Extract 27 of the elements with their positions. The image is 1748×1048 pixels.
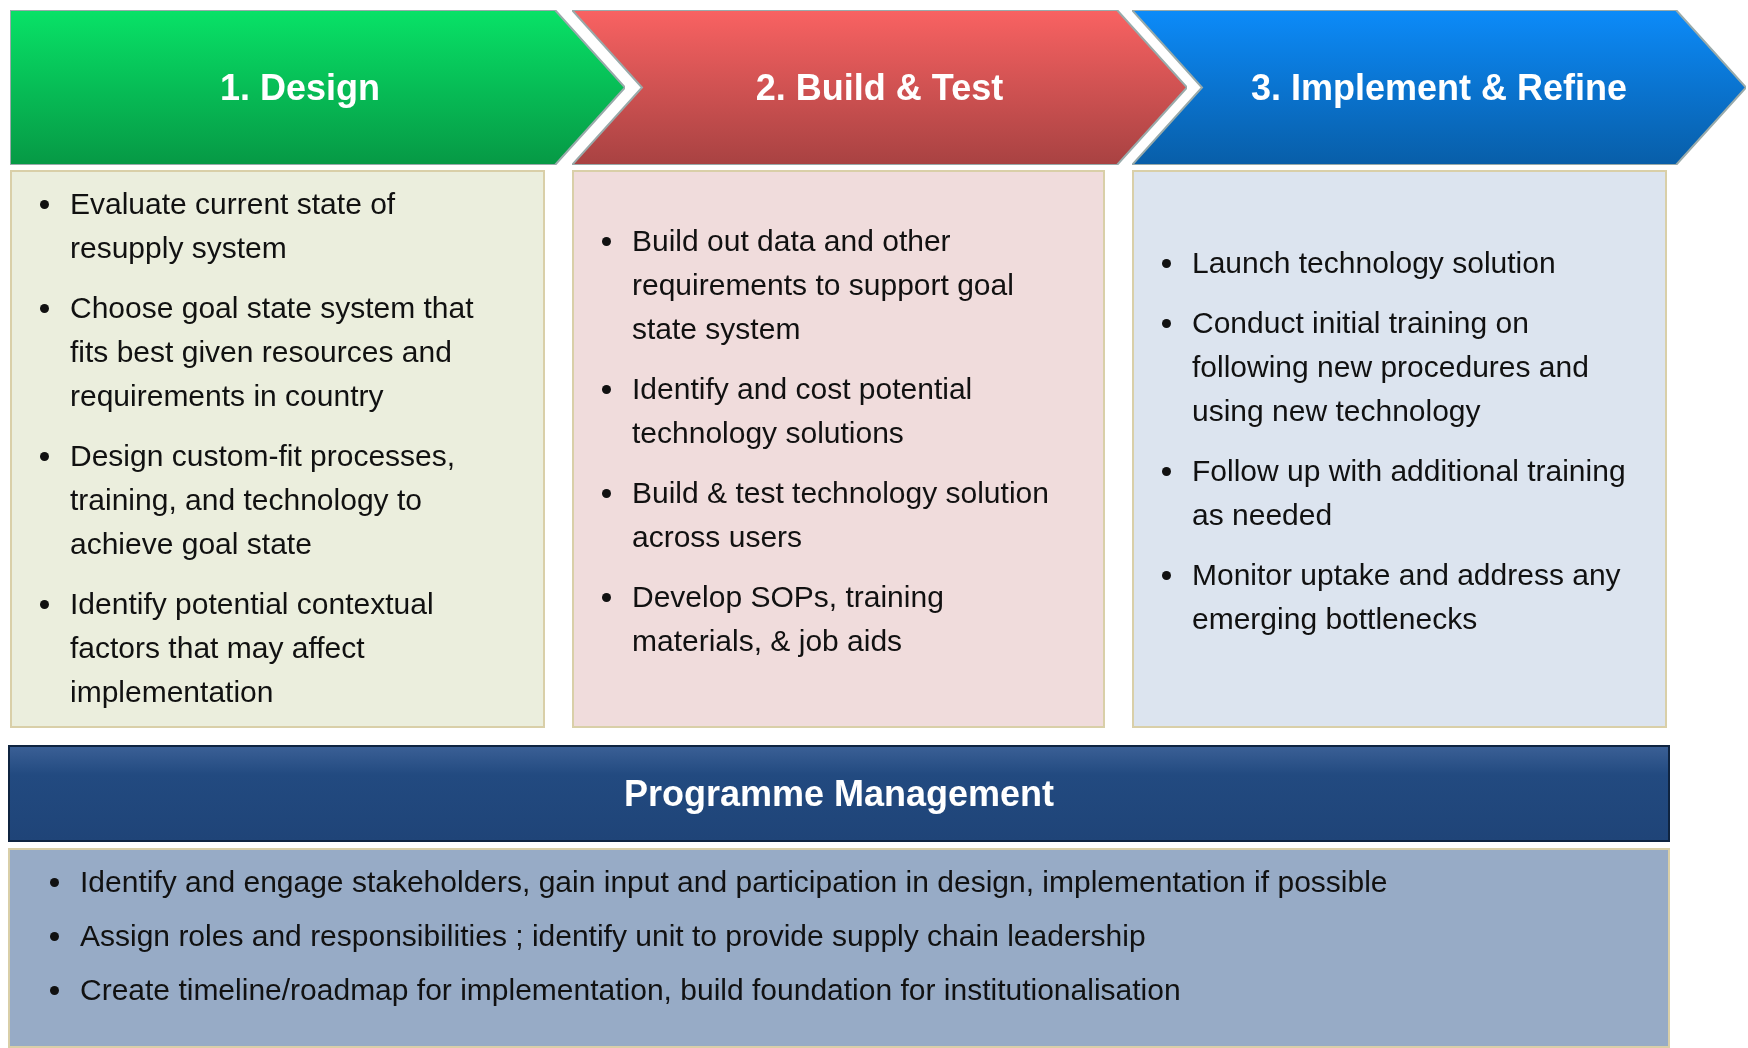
stage-banner bbox=[10, 10, 625, 165]
content-panel bbox=[10, 170, 545, 728]
stage-title: 2. Build & Test bbox=[755, 66, 1004, 109]
bullet-point: Follow up with additional training as needed bbox=[1192, 449, 1635, 537]
stage-banner bbox=[1132, 10, 1746, 165]
bullet-point: Identify and cost potential technology solutions bbox=[632, 367, 1073, 455]
bullet-point: Choose goal state system that fits best given resources and requirements in country bbox=[70, 286, 513, 418]
bullet-point: Assign roles and responsibilities ; identify unit to provide supply chain leadership bbox=[80, 914, 1638, 958]
content-panel bbox=[572, 170, 1105, 728]
stage-title: 1. Design bbox=[219, 66, 381, 109]
bullet-point: Build & test technology solution across users bbox=[632, 471, 1073, 559]
bullet-point: Identify potential contextual factors that may affect implementation bbox=[70, 582, 513, 714]
stage-title: 3. Implement & Refine bbox=[1250, 66, 1628, 109]
bullet-point: Launch technology solution bbox=[1192, 241, 1635, 285]
stage-banner bbox=[572, 10, 1187, 165]
header-bar bbox=[8, 745, 1670, 842]
bullet-point: Create timeline/roadmap for implementation, build foundation for institutionalisation bbox=[80, 968, 1638, 1012]
bullet-point: Develop SOPs, training materials, & job aids bbox=[632, 575, 1073, 663]
section-title: Programme Management bbox=[623, 772, 1055, 815]
content-panel bbox=[1132, 170, 1667, 728]
bullet-point: Evaluate current state of resupply system bbox=[70, 182, 513, 270]
content-panel bbox=[8, 848, 1670, 1048]
bullet-point: Conduct initial training on following new procedures and using new technology bbox=[1192, 301, 1635, 433]
bullet-point: Design custom-fit processes, training, and technology to achieve goal state bbox=[70, 434, 513, 566]
bullet-point: Identify and engage stakeholders, gain input and participation in design, implementation if possible bbox=[80, 860, 1638, 904]
bullet-point: Build out data and other requirements to support goal state system bbox=[632, 219, 1073, 351]
bullet-point: Monitor uptake and address any emerging bottlenecks bbox=[1192, 553, 1635, 641]
